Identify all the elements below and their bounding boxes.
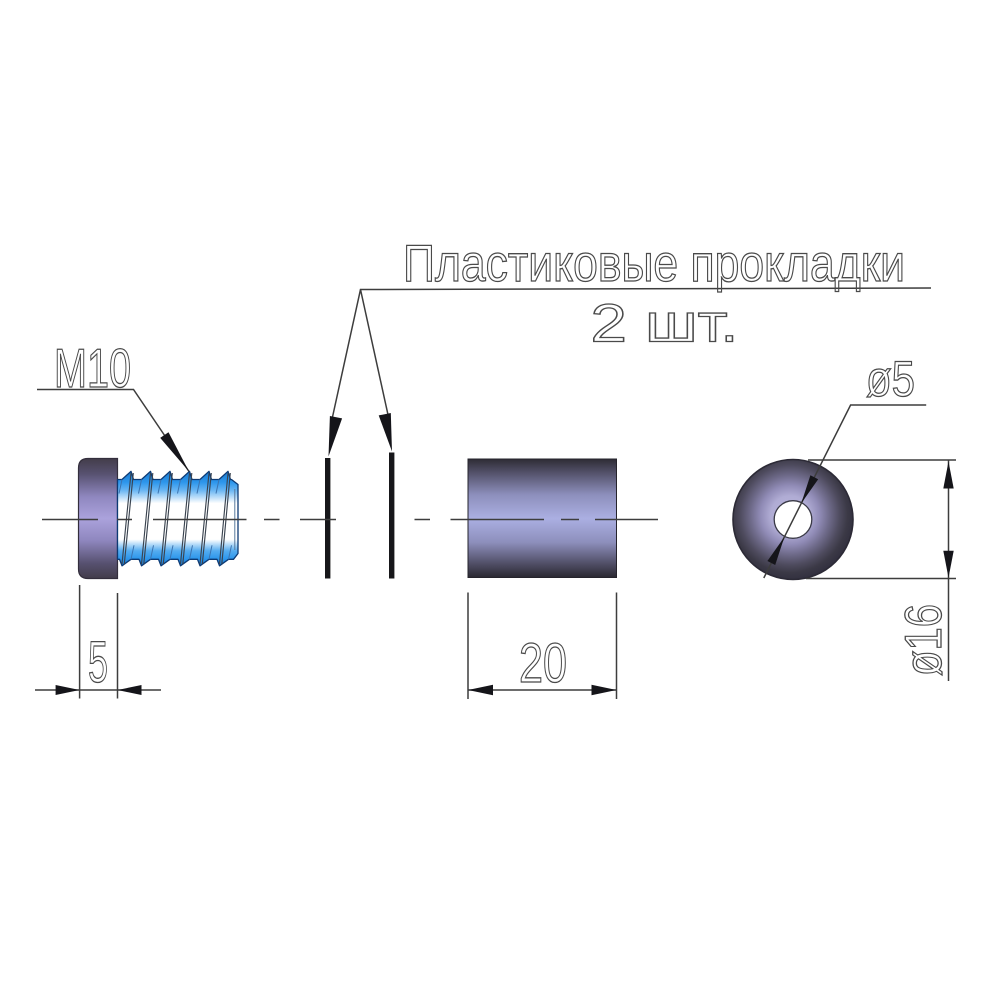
svg-text:5: 5 [88,630,108,695]
svg-text:2 шт.: 2 шт. [591,294,739,354]
svg-text:ø16: ø16 [895,604,953,676]
svg-text:M10: M10 [54,337,131,399]
svg-text:20: 20 [519,631,567,694]
svg-text:Пластиковые прокладки: Пластиковые прокладки [403,235,905,293]
svg-text:ø5: ø5 [866,351,915,407]
